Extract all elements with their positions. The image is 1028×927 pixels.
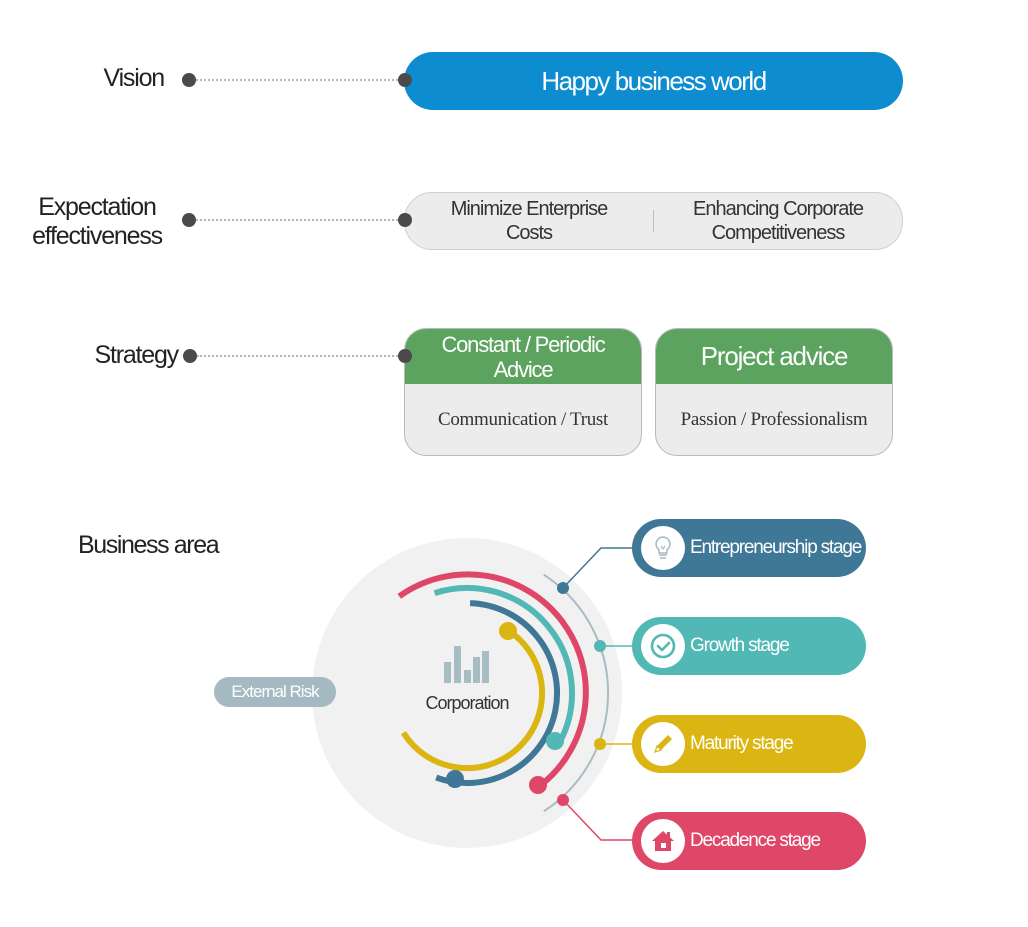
expectation-label: Expectation effectiveness bbox=[20, 193, 174, 251]
vision-value: Happy business world bbox=[541, 65, 767, 96]
connector-entrepreneurship bbox=[562, 547, 634, 589]
external-risk-badge: External Risk bbox=[214, 677, 336, 707]
pencil-icon bbox=[641, 722, 685, 766]
stage-label: Maturity stage bbox=[690, 733, 794, 754]
bar-chart-icon bbox=[444, 646, 489, 683]
expectation-left-dot bbox=[182, 213, 196, 227]
vision-connector bbox=[196, 79, 402, 81]
expectation-item-line1: Minimize Enterprise bbox=[450, 198, 609, 220]
strategy-card-body: Passion / Professionalism bbox=[680, 409, 868, 430]
expectation-separator bbox=[653, 210, 654, 232]
strategy-left-dot bbox=[183, 349, 197, 363]
check-circle-icon bbox=[641, 624, 685, 668]
ring-entrepreneurship-end bbox=[446, 770, 464, 788]
connector-dot-entrepreneurship bbox=[557, 582, 569, 594]
expectation-item-line2: Competitiveness bbox=[711, 222, 846, 244]
stage-entrepreneurship: Entrepreneurship stage bbox=[632, 519, 866, 577]
strategy-card-header: Constant / Periodic Advice bbox=[405, 329, 641, 384]
strategy-card-title-line1: Constant / Periodic bbox=[441, 331, 605, 357]
vision-left-dot bbox=[182, 73, 196, 87]
stage-maturity: Maturity stage bbox=[632, 715, 866, 773]
vision-right-dot bbox=[398, 73, 412, 87]
ring-decadence-end bbox=[529, 776, 547, 794]
strategy-connector bbox=[197, 355, 402, 357]
expectation-item: Enhancing Corporate Competitiveness bbox=[654, 197, 902, 245]
connector-decadence bbox=[562, 799, 634, 841]
expectation-item-line1: Enhancing Corporate bbox=[692, 198, 864, 220]
background-circle bbox=[312, 538, 622, 848]
connector-dot-maturity bbox=[594, 738, 606, 750]
strategy-label: Strategy bbox=[94, 341, 179, 369]
ring-entrepreneurship bbox=[435, 600, 561, 787]
ring-growth-end bbox=[546, 732, 564, 750]
ring-maturity bbox=[400, 626, 546, 772]
connector-dot-growth bbox=[594, 640, 606, 652]
house-icon bbox=[641, 819, 685, 863]
expectation-label-line1: Expectation bbox=[38, 193, 157, 221]
strategy-card-title-line1: Project advice bbox=[700, 341, 849, 371]
lightbulb-icon bbox=[641, 526, 685, 570]
vision-label: Vision bbox=[103, 64, 166, 92]
ring-decadence bbox=[397, 571, 589, 788]
connector-dot-decadence bbox=[557, 794, 569, 806]
strategy-right-dot bbox=[398, 349, 412, 363]
expectation-connector bbox=[196, 219, 402, 221]
expectation-item: Minimize Enterprise Costs bbox=[405, 197, 653, 245]
ring-maturity-end bbox=[499, 622, 517, 640]
vision-pill: Happy business world bbox=[404, 52, 903, 110]
strategy-card-body: Communication / Trust bbox=[437, 409, 608, 430]
expectation-item-line2: Costs bbox=[505, 222, 553, 244]
strategy-card-header: Project advice bbox=[656, 329, 892, 384]
center-label: Corporation bbox=[425, 693, 509, 713]
expectation-pill: Minimize Enterprise Costs Enhancing Corp… bbox=[404, 192, 903, 250]
business-area-title: Business area bbox=[78, 531, 220, 559]
outer-arc bbox=[543, 573, 609, 813]
strategy-card: Constant / Periodic Advice Communication… bbox=[404, 328, 642, 456]
strategy-card-title-line2: Advice bbox=[493, 356, 554, 382]
expectation-label-line2: effectiveness bbox=[32, 222, 163, 250]
stage-label: Entrepreneurship stage bbox=[690, 537, 862, 558]
stage-label: Growth stage bbox=[690, 635, 790, 656]
stage-decadence: Decadence stage bbox=[632, 812, 866, 870]
strategy-card: Project advice Passion / Professionalism bbox=[655, 328, 893, 456]
stage-growth: Growth stage bbox=[632, 617, 866, 675]
ring-growth bbox=[433, 584, 575, 744]
expectation-right-dot bbox=[398, 213, 412, 227]
stage-label: Decadence stage bbox=[690, 830, 821, 851]
